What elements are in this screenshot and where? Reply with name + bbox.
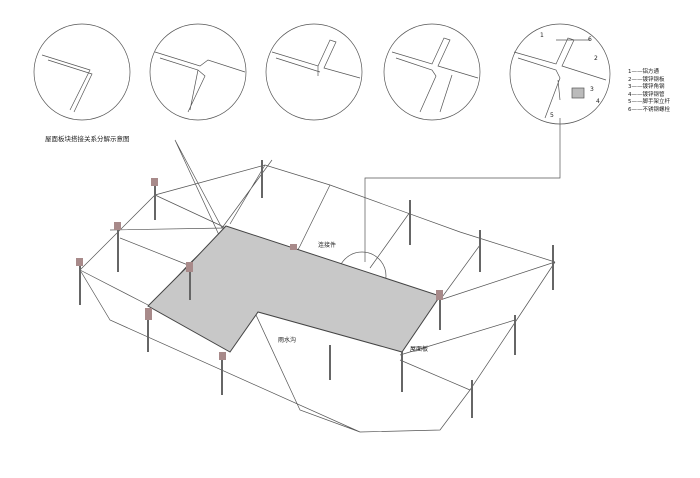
- label-gutter: 雨水沟: [278, 337, 297, 344]
- legend-item: 5——脚手架立杆: [628, 99, 671, 106]
- legend-item: 4——镀锌钢管: [628, 91, 665, 98]
- callout-6: 6: [588, 36, 592, 43]
- legend-item: 3——镀锌角钢: [628, 84, 665, 91]
- detail-circle-2: [149, 23, 247, 121]
- callout-4: 4: [596, 98, 600, 105]
- leader-line: [364, 118, 561, 262]
- detail-circle-4: [383, 23, 481, 121]
- detail-circle-3: [265, 23, 363, 121]
- detail-circle-1: [33, 23, 131, 121]
- callout-5: 5: [550, 112, 554, 119]
- diagram-title: 屋面板块搭接关系分解示意图: [45, 135, 130, 143]
- brackets: [76, 178, 443, 360]
- label-connector: 连接件: [318, 242, 337, 249]
- label-panel: 屋面板: [410, 346, 429, 353]
- roof-panel-gray: [147, 225, 441, 353]
- detail-circle-5: [509, 23, 611, 125]
- callout-2: 2: [594, 55, 598, 62]
- legend: 1——铝方通 2——镀锌钢板 3——镀锌角钢 4——镀锌钢管 5——脚手架立杆 …: [628, 69, 670, 115]
- posts: [79, 160, 554, 418]
- legend-item: 1——铝方通: [628, 69, 660, 75]
- legend-item: 2——镀锌钢板: [628, 76, 665, 83]
- callout-1: 1: [540, 32, 544, 39]
- callout-3: 3: [590, 86, 594, 93]
- legend-item: 6——不锈钢螺栓: [628, 106, 671, 113]
